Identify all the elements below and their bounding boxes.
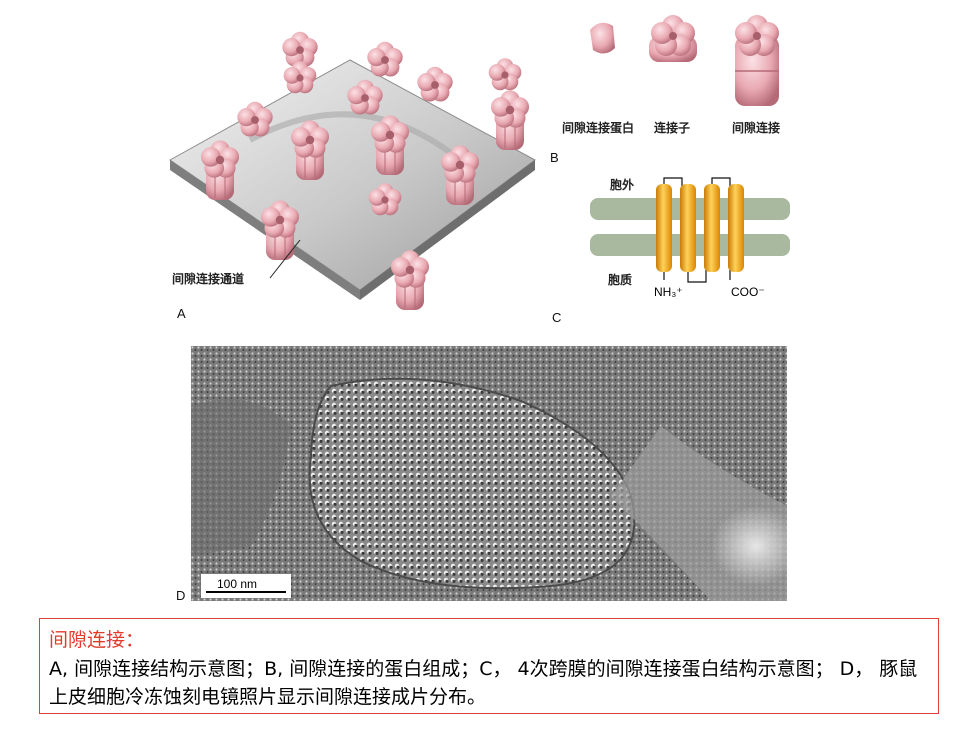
- figure-caption-box: 间隙连接： A, 间隙连接结构示意图；B, 间隙连接的蛋白组成；C， 4次跨膜的…: [39, 618, 939, 714]
- panel-b-illustration: [590, 15, 779, 106]
- caption-body: A, 间隙连接结构示意图；B, 间隙连接的蛋白组成；C， 4次跨膜的间隙连接蛋白…: [49, 658, 918, 708]
- panel-c-membrane-diagram: [590, 177, 790, 283]
- gap-junction-label: 间隙连接: [732, 121, 781, 135]
- channel-label: 间隙连接通道: [172, 272, 245, 286]
- panel-d-letter: D: [176, 588, 186, 603]
- panel-a-illustration: [169, 31, 536, 310]
- panel-a-letter: A: [177, 306, 186, 321]
- panel-b-letter: B: [550, 150, 559, 165]
- c-terminus-label: COO⁻: [731, 285, 765, 299]
- scale-bar-label: 100 nm: [217, 577, 258, 591]
- extracellular-label: 胞外: [610, 178, 635, 192]
- connexon-label: 连接子: [654, 121, 691, 135]
- caption-title: 间隙连接：: [49, 629, 145, 651]
- n-terminus-label: NH₃⁺: [654, 285, 683, 299]
- panel-d-freeze-fracture-micrograph: [191, 346, 787, 601]
- cytoplasm-label: 胞质: [608, 273, 633, 287]
- connexin-label: 间隙连接蛋白: [562, 121, 635, 135]
- panel-c-letter: C: [552, 310, 562, 325]
